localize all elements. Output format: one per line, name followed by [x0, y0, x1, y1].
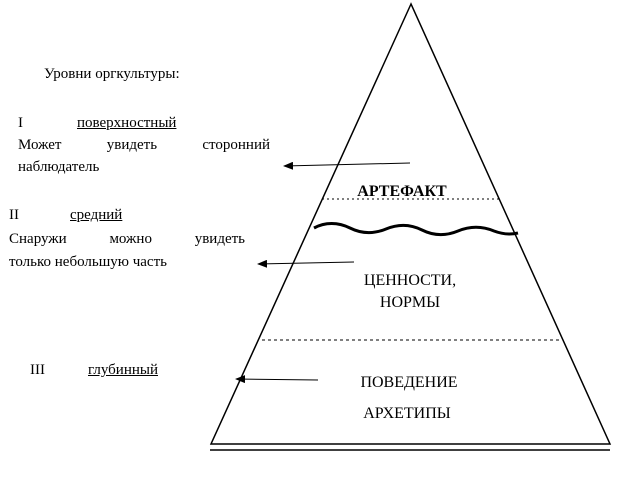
label-values: ЦЕННОСТИ, — [364, 272, 456, 289]
label-norms: НОРМЫ — [380, 294, 440, 311]
level-3-name: глубинный — [88, 362, 158, 378]
level-1-desc-word: сторонний — [202, 137, 270, 153]
level-2-desc-word: увидеть — [194, 231, 245, 247]
level-1-description-line1: Может увидеть сторонний — [18, 135, 270, 155]
level-2-description-line1: Снаружи можно увидеть — [9, 229, 245, 249]
level-2-desc-word: можно — [109, 231, 152, 247]
arrow-level-1 — [283, 161, 411, 170]
level-2-desc-word: Снаружи — [9, 231, 67, 247]
arrow-level-3 — [235, 375, 319, 384]
label-archetypes: АРХЕТИПЫ — [363, 405, 451, 422]
level-1-desc-word: увидеть — [106, 137, 158, 153]
label-behavior: ПОВЕДЕНИЕ — [360, 374, 457, 391]
level-2-name: средний — [70, 207, 123, 223]
wavy-boundary — [313, 222, 519, 237]
level-2-numeral: II — [9, 207, 19, 223]
level-1-description-line2: наблюдатель — [18, 159, 100, 175]
level-1-name: поверхностный — [77, 115, 177, 131]
level-1-numeral: I — [18, 115, 23, 131]
label-artifact: АРТЕФАКТ — [357, 183, 447, 200]
diagram-title: Уровни оргкультуры: — [44, 66, 180, 82]
level-2-description-line2: только небольшую часть — [9, 254, 167, 270]
pyramid-outline — [209, 2, 612, 445]
level-1-desc-word: Может — [18, 137, 62, 153]
arrow-level-2 — [257, 259, 355, 268]
level-3-numeral: III — [30, 362, 45, 378]
